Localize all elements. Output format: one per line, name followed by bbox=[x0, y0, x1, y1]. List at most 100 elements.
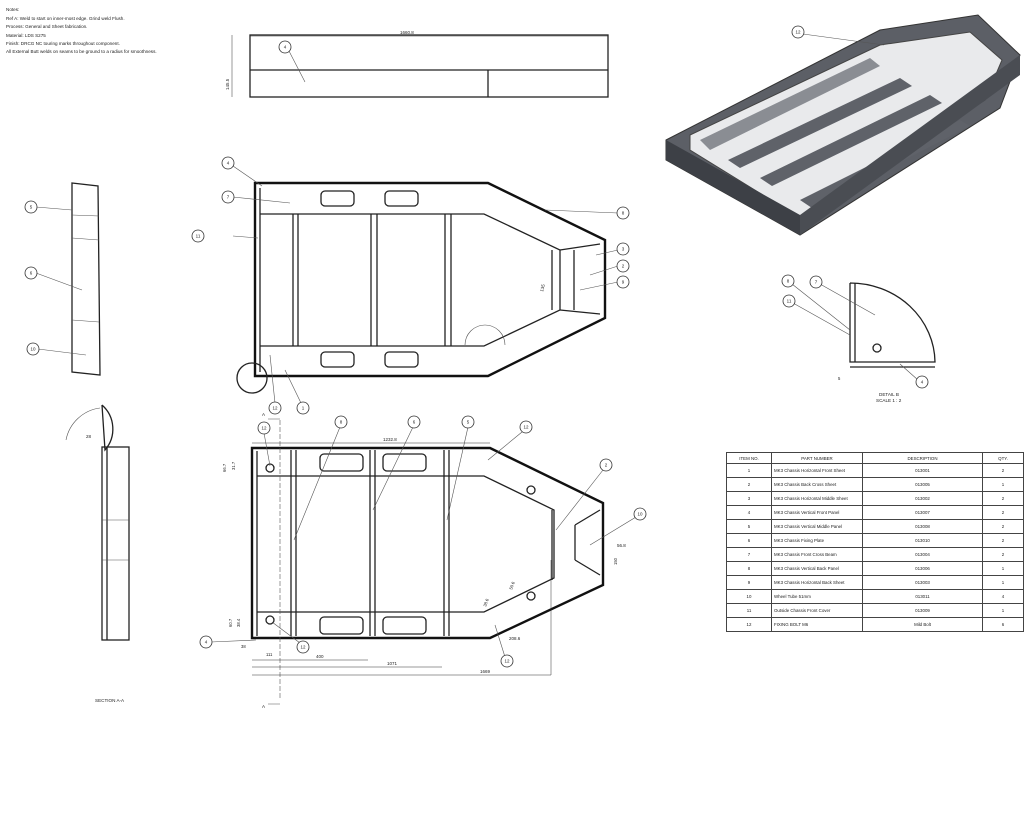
angle-dim-b: 38.6 bbox=[482, 597, 490, 607]
angle-dim-a: 208.6 bbox=[509, 636, 521, 641]
cell-description: 013006 bbox=[862, 561, 983, 576]
cell-part-number: MK3 Chassis Horizontal Back Sheet bbox=[771, 575, 863, 590]
cell-part-number: FIXING BOLT M6 bbox=[771, 617, 863, 632]
balloon-label: 7 bbox=[227, 195, 230, 200]
angle-dimension: 135 bbox=[539, 283, 546, 292]
cell-item-no: 12 bbox=[726, 617, 772, 632]
item-balloon: 2 bbox=[599, 458, 613, 472]
balloon-label: 12 bbox=[300, 645, 306, 650]
cell-part-number: MK3 Chassis Back Cross Sheet bbox=[771, 477, 863, 492]
isometric-3d-view bbox=[665, 14, 1021, 236]
cell-qty: 1 bbox=[982, 603, 1024, 618]
balloon-label: 6 bbox=[30, 271, 33, 276]
cell-description: 013001 bbox=[862, 463, 983, 478]
balloon-circle bbox=[257, 421, 271, 435]
detail-title: DETAIL B bbox=[879, 392, 899, 397]
cell-item-no: 3 bbox=[726, 491, 772, 506]
balloon-label: 12 bbox=[523, 425, 529, 430]
balloon-label: 12 bbox=[261, 426, 267, 431]
balloon-circle bbox=[221, 156, 235, 170]
col-description: DESCRIPTION bbox=[862, 452, 983, 464]
detail-dimension: 5 bbox=[838, 376, 841, 381]
balloon-circle bbox=[616, 242, 630, 256]
note-line: Process: General and Sheet fabrication. bbox=[6, 24, 88, 30]
balloon-circle bbox=[782, 294, 796, 308]
dimension-right: 56.8 bbox=[617, 543, 626, 548]
item-balloon: 5 bbox=[24, 200, 38, 214]
cell-description: 013008 bbox=[862, 519, 983, 534]
item-balloon: 12 bbox=[296, 640, 310, 654]
cell-qty: 1 bbox=[982, 477, 1024, 492]
balloon-circle bbox=[500, 654, 514, 668]
balloon-circle bbox=[519, 420, 533, 434]
cell-item-no: 4 bbox=[726, 505, 772, 520]
item-balloon: 3 bbox=[616, 242, 630, 256]
cell-part-number: Outside Chassis Front Cover bbox=[771, 603, 863, 618]
balloon-circle bbox=[791, 25, 805, 39]
item-balloon: 8 bbox=[781, 274, 795, 288]
table-header-row: ITEM NO. PART NUMBER DESCRIPTION QTY. bbox=[726, 452, 1024, 464]
cell-part-number: MK3 Chassis Vertical Back Panel bbox=[771, 561, 863, 576]
balloon-circle bbox=[616, 206, 630, 220]
left-dim-3: 60.7 bbox=[228, 618, 233, 627]
note-line: All External Butt welds on seams to be g… bbox=[6, 48, 157, 54]
cell-description: 013004 bbox=[862, 547, 983, 562]
balloon-circle bbox=[616, 259, 630, 273]
col-qty: QTY. bbox=[982, 452, 1024, 464]
note-line: Ref A: Weld to start on inner-most edge.… bbox=[6, 15, 125, 21]
item-balloon: 4 bbox=[199, 635, 213, 649]
balloon-label: 12 bbox=[795, 30, 801, 35]
cell-part-number: MK3 Chassis Horizontal Front Sheet bbox=[771, 463, 863, 478]
dimension-400: 400 bbox=[316, 654, 324, 659]
balloon-label: 12 bbox=[272, 406, 278, 411]
balloon-circle bbox=[781, 274, 795, 288]
height-dimension: 145.5 bbox=[225, 78, 230, 90]
balloon-circle bbox=[278, 40, 292, 54]
balloon-label: 1 bbox=[302, 406, 305, 411]
cell-item-no: 8 bbox=[726, 561, 772, 576]
balloon-label: 4 bbox=[921, 380, 924, 385]
section-view: 28 SECTION A-A bbox=[65, 404, 130, 703]
cell-qty: 2 bbox=[982, 463, 1024, 478]
balloon-label: 10 bbox=[30, 347, 36, 352]
section-label: SECTION A-A bbox=[95, 698, 125, 703]
balloon-circle bbox=[461, 415, 475, 429]
bottom-view: 1232.8 400 1071 1669 38 111 56.8 150 208… bbox=[210, 412, 637, 709]
balloon-circle bbox=[296, 640, 310, 654]
cell-part-number: MK3 Chassis Front Cross Beam bbox=[771, 547, 863, 562]
balloon-circle bbox=[915, 375, 929, 389]
cell-description: Mild Bolt bbox=[862, 617, 983, 632]
cell-description: 013003 bbox=[862, 575, 983, 590]
length-dimension: 1660.8 bbox=[400, 30, 414, 35]
balloon-circle bbox=[268, 401, 282, 415]
item-balloon: 9 bbox=[616, 275, 630, 289]
cell-qty: 2 bbox=[982, 505, 1024, 520]
balloon-label: 11 bbox=[787, 299, 792, 304]
balloon-circle bbox=[191, 229, 205, 243]
balloon-circle bbox=[199, 635, 213, 649]
cell-part-number: MK3 Chassis Vertical Front Panel bbox=[771, 505, 863, 520]
item-balloon: 12 bbox=[257, 421, 271, 435]
cell-item-no: 9 bbox=[726, 575, 772, 590]
left-dim-2: 31.7 bbox=[231, 461, 236, 470]
cell-part-number: Wheel Tube 51mm bbox=[771, 589, 863, 604]
item-balloon: 8 bbox=[334, 415, 348, 429]
item-balloon: 4 bbox=[915, 375, 929, 389]
balloon-circle bbox=[809, 275, 823, 289]
cell-item-no: 1 bbox=[726, 463, 772, 478]
dimension-top: 1232.8 bbox=[383, 437, 397, 442]
dimension-38: 38 bbox=[241, 644, 246, 649]
cell-qty: 2 bbox=[982, 519, 1024, 534]
cell-description: 013011 bbox=[862, 589, 983, 604]
balloon-label: 10 bbox=[637, 512, 643, 517]
item-balloon: 12 bbox=[268, 401, 282, 415]
cell-qty: 2 bbox=[982, 547, 1024, 562]
detail-scale: SCALE 1 : 2 bbox=[876, 398, 902, 403]
